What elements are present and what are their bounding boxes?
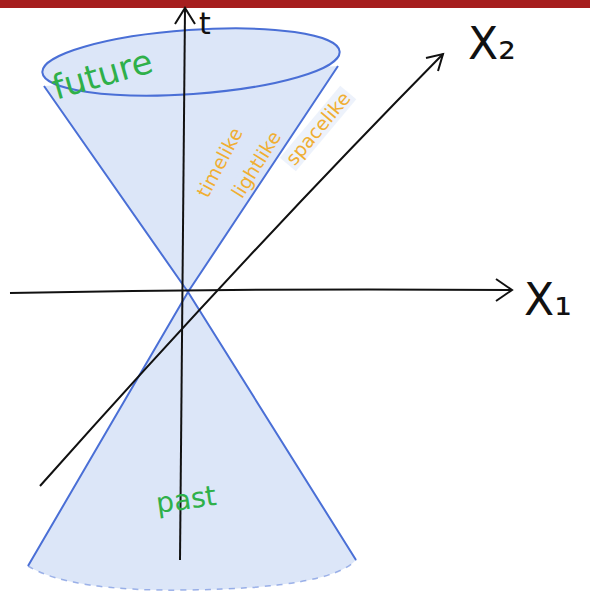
arrowhead xyxy=(496,279,512,301)
arrowhead xyxy=(426,54,443,71)
header-bar xyxy=(0,0,590,8)
x2-axis xyxy=(40,54,443,486)
past-cone-rim xyxy=(28,560,356,590)
future-cone-edge xyxy=(44,66,338,292)
axis-label: X₁ xyxy=(521,277,575,323)
t-axis xyxy=(180,8,185,560)
axis-label: X₂ xyxy=(465,21,519,67)
arrowhead xyxy=(175,8,195,24)
past-cone-edge xyxy=(28,292,356,566)
axis-label: t xyxy=(196,8,214,40)
x1-axis xyxy=(10,289,512,293)
future-cone-fill xyxy=(44,66,338,292)
past-cone-fill xyxy=(28,292,356,590)
